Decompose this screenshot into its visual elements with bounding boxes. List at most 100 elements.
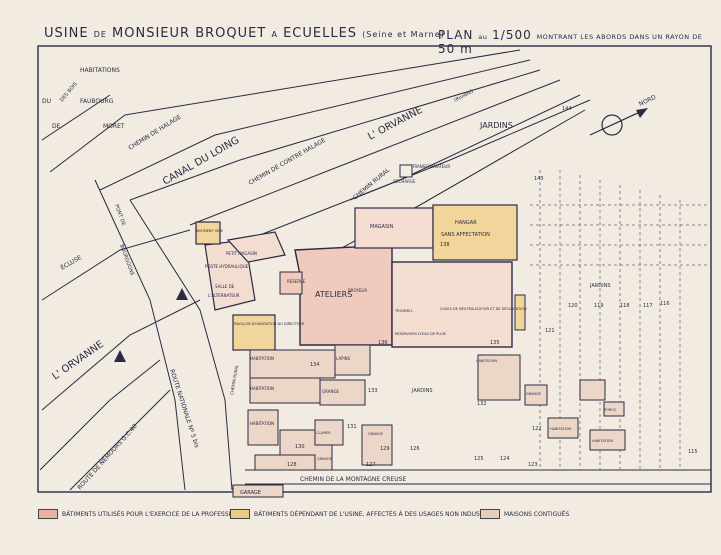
- map-frame: [37, 45, 712, 493]
- river-bank: [349, 99, 591, 201]
- building-vide: [195, 221, 221, 245]
- label-reserve: RÉSERVE: [287, 279, 306, 284]
- label-magasin: MAGASIN: [370, 224, 394, 230]
- route-edge: [129, 199, 233, 491]
- label-decharge: DÉCHARGE: [393, 179, 416, 184]
- label-moret: MORET: [103, 123, 125, 130]
- label-128: 128: [287, 462, 297, 468]
- label-canal: CANAL DU LOING: [161, 135, 241, 188]
- label-sans-affectation: SANS AFFECTATION: [441, 232, 490, 238]
- label-115: 115: [688, 449, 698, 455]
- road-line: [39, 359, 161, 471]
- direction-arrow-icon: [176, 288, 188, 300]
- house-porcs: [603, 401, 625, 417]
- label-batiment-vide: BATIMENT VIDE: [196, 229, 223, 233]
- label-126: 126: [410, 446, 420, 452]
- building-cuves: [391, 261, 513, 348]
- label-117: 117: [643, 303, 653, 309]
- house-134: [249, 349, 336, 379]
- building-petit-magasin: [226, 231, 286, 263]
- label-poste-hydraulique: POSTE HYDRAULIQUE: [205, 264, 249, 269]
- label-broyeur: BROYEUR: [348, 288, 367, 293]
- label-habitation3: HABITATION: [250, 421, 274, 426]
- label-grange4: GRANGE: [526, 392, 541, 396]
- canal-bank: [99, 59, 531, 191]
- label-130: 130: [295, 444, 305, 450]
- label-contre-halage: CHEMIN DE CONTRE HALAGE: [248, 137, 328, 187]
- legend-item-annex: BÂTIMENTS DÉPENDANT DE L'USINE, AFFECTÉS…: [230, 509, 500, 519]
- label-144: 144: [562, 106, 572, 112]
- label-habitation5: HABITATION: [550, 427, 571, 431]
- label-habitations: HABITATIONS: [80, 67, 120, 74]
- label-habitation4: HABITATION: [476, 359, 497, 363]
- label-route-nationale: ROUTE NATIONALE Nº 5 bis: [168, 368, 200, 448]
- legend-swatch: [38, 509, 58, 519]
- label-jardins-mid: JARDINS: [411, 388, 433, 394]
- label-122: 122: [532, 426, 542, 432]
- label-des-bois: DES BOIS: [59, 81, 79, 103]
- house-habitation2: [247, 409, 279, 446]
- label-faubourg: FAUBOURG: [80, 98, 114, 105]
- house-lapins: [334, 344, 371, 376]
- label-jardins-right: JARDINS: [589, 283, 611, 289]
- label-ateliers: ATELIERS: [315, 290, 352, 299]
- house-habitation5: [589, 429, 626, 451]
- label-pavillon: PAVILLON D'HABITATION DU DIRECTEUR: [234, 322, 305, 326]
- label-petit-magasin: PETIT MAGASIN: [226, 251, 257, 256]
- label-119: 119: [594, 303, 604, 309]
- label-chemin-halage: CHEMIN DE HALAGE: [127, 113, 182, 151]
- label-118: 118: [620, 303, 630, 309]
- label-125: 125: [474, 456, 484, 462]
- road-line: [69, 389, 171, 491]
- label-salle: SALLE DE: [215, 284, 235, 289]
- label-du: DU: [42, 98, 51, 105]
- house-habitation4: [547, 417, 579, 439]
- legend-swatch: [230, 509, 250, 519]
- road-line: [49, 49, 521, 173]
- label-132: 132: [477, 401, 487, 407]
- label-124: 124: [500, 456, 510, 462]
- label-habitation2: HABITATION: [250, 386, 274, 391]
- river-bank: [319, 109, 586, 261]
- label-grange: GRANGE: [322, 389, 340, 394]
- house-grange3: [524, 384, 548, 406]
- road-line: [189, 79, 561, 226]
- house-132: [477, 354, 521, 401]
- label-127: 127: [366, 462, 376, 468]
- route-edge: [94, 179, 186, 491]
- map-title: USINE DE MONSIEUR BROQUET A ECUELLES (Se…: [44, 26, 445, 41]
- label-cuves: CUVES DE NEUTRALISATION ET DE DÉCANTATIO…: [440, 306, 527, 311]
- house-clapier: [314, 419, 344, 446]
- label-reservoirs: RÉSERVOIRS D'EAU DE PLUIE: [395, 331, 446, 336]
- label-ecluse: ÉCLUSE: [59, 253, 83, 272]
- label-121: 121: [545, 328, 555, 334]
- label-de: DE: [52, 123, 61, 130]
- canal-bank: [129, 69, 541, 201]
- building-transformateur: [399, 164, 413, 178]
- legend-item-neighbor: MAISONS CONTIGUËS: [480, 509, 569, 519]
- label-138: 138: [440, 242, 450, 248]
- label-route-nemours: ROUTE DE NEMOURS G.C.40: [76, 423, 139, 492]
- river-bank: [41, 299, 201, 411]
- building-hangar: [432, 204, 518, 261]
- house-grange2: [361, 424, 393, 466]
- north-arrow-icon: [589, 108, 648, 136]
- label-hangar: HANGAR: [455, 220, 477, 226]
- house-grange4: [579, 379, 606, 401]
- label-135: 135: [490, 340, 500, 346]
- house-garage: [232, 484, 284, 498]
- legend-item-factory: BÂTIMENTS UTILISÉS POUR L'EXERCICE DE LA…: [38, 509, 240, 519]
- label-136: 136: [378, 340, 388, 346]
- label-120: 120: [568, 303, 578, 309]
- label-garage: GARAGE: [240, 490, 261, 496]
- label-131: 131: [347, 424, 357, 430]
- label-lapins: LAPINS: [336, 356, 351, 361]
- label-grange3: GRANGE: [317, 457, 332, 461]
- house-128: [254, 454, 316, 471]
- legend-swatch: [480, 509, 500, 519]
- building-small-annex: [514, 294, 526, 331]
- label-nord: NORD: [638, 94, 658, 108]
- label-129: 129: [380, 446, 390, 452]
